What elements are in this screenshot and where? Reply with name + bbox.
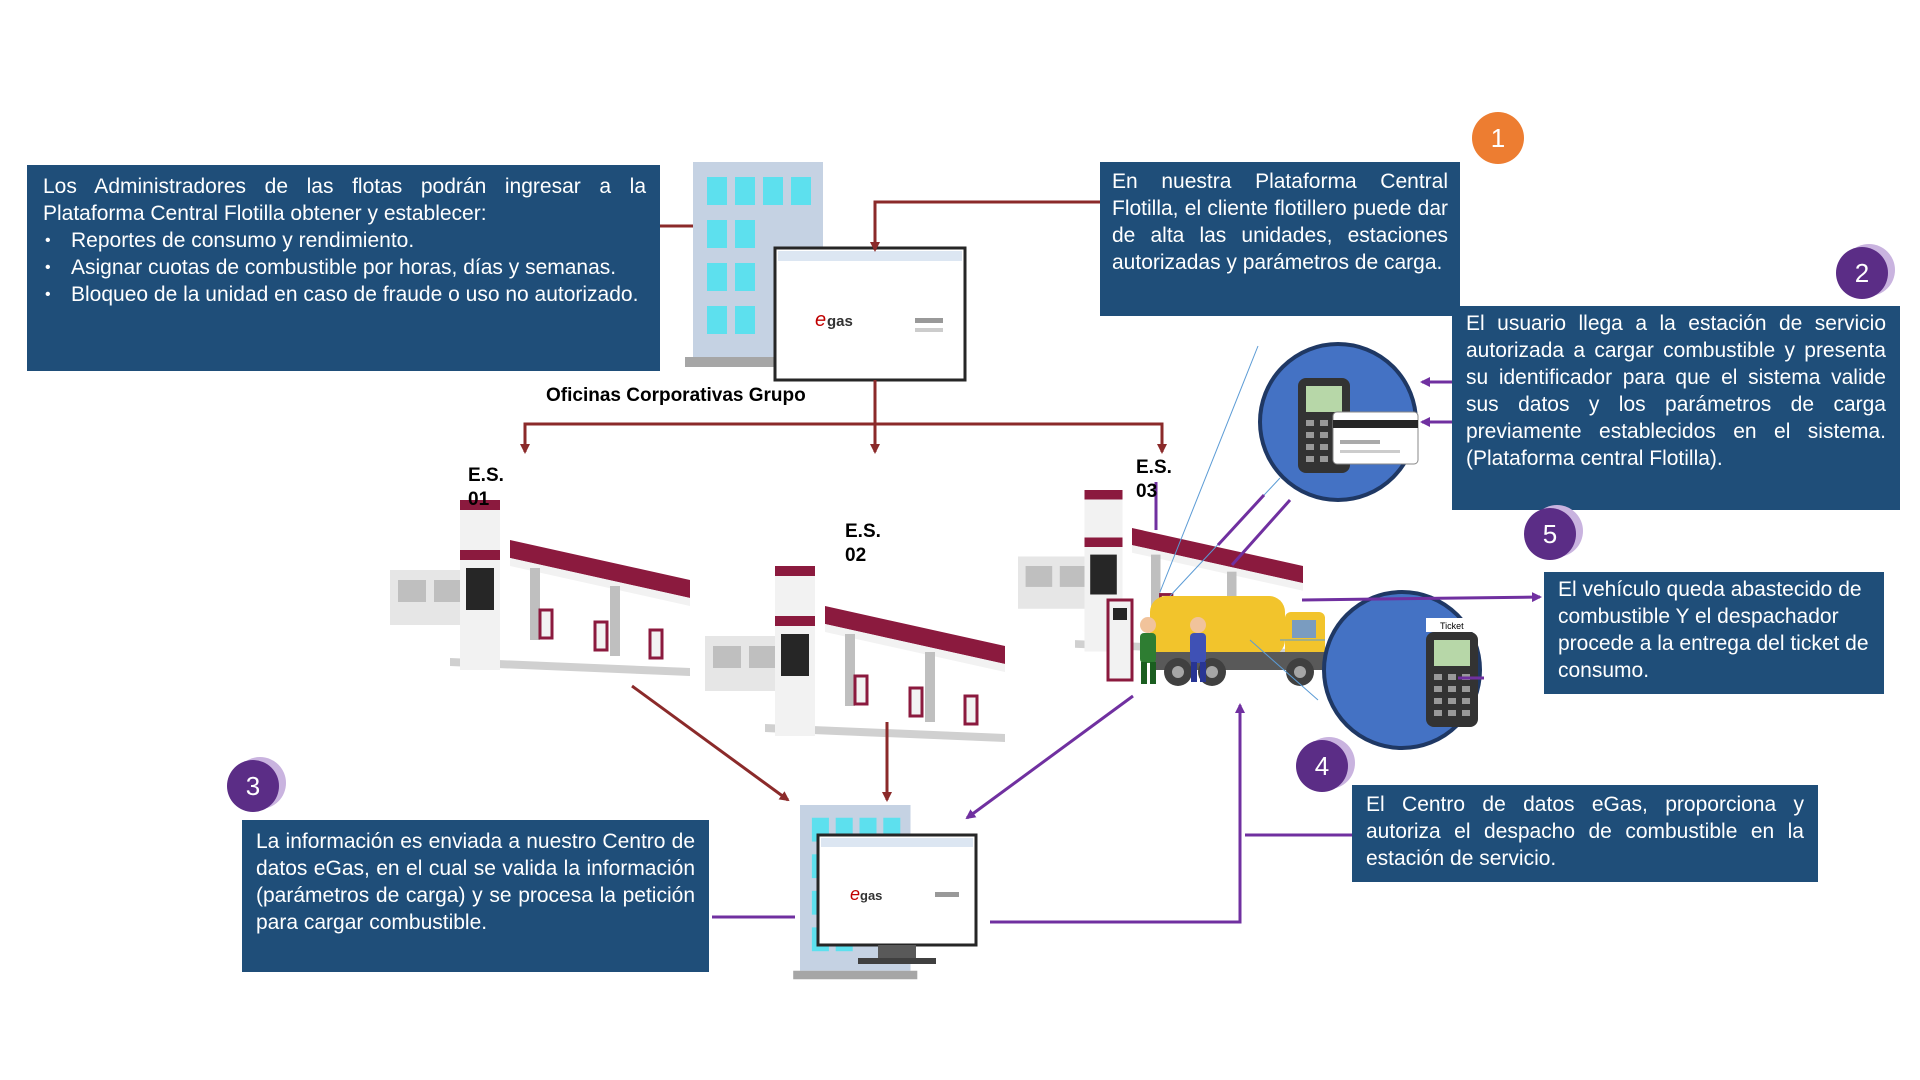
step-5-badge: 5 bbox=[1524, 508, 1576, 560]
egas-logo-text: gas bbox=[827, 313, 853, 330]
driver-icon bbox=[1190, 617, 1206, 682]
egas-logo-text-2: gas bbox=[860, 888, 882, 903]
gas-station-01-icon bbox=[388, 498, 692, 678]
fuel-truck-icon bbox=[1150, 596, 1325, 686]
svg-text:e: e bbox=[850, 884, 860, 904]
gas-station-02-icon bbox=[703, 564, 1007, 744]
station-03-label: E.S. 03 bbox=[1136, 457, 1172, 502]
corporate-monitor-icon: e gas bbox=[773, 246, 967, 382]
admin-feature-list: Reportes de consumo y rendimiento. Asign… bbox=[43, 227, 646, 308]
step-1-badge: 1 bbox=[1472, 112, 1524, 164]
station-01-label: E.S. 01 bbox=[468, 465, 504, 510]
step-4-box: El Centro de datos eGas, proporciona y a… bbox=[1352, 785, 1818, 882]
red-arrows bbox=[520, 200, 1167, 802]
step-5-box: El vehículo queda abastecido de combusti… bbox=[1544, 572, 1884, 694]
step-3-box: La información es enviada a nuestro Cent… bbox=[242, 820, 709, 972]
step-2-badge: 2 bbox=[1836, 247, 1888, 299]
ticket-terminal-zoom-circle: Ticket bbox=[1249, 590, 1482, 750]
card-reader-zoom-circle bbox=[1159, 342, 1419, 597]
ticket-label: Ticket bbox=[1440, 621, 1464, 631]
step-2-box: El usuario llega a la estación de servic… bbox=[1452, 306, 1900, 510]
purple-arrows bbox=[712, 377, 1542, 924]
admin-intro-text: Los Administradores de las flotas podrán… bbox=[43, 175, 646, 225]
step-3-badge: 3 bbox=[227, 760, 279, 812]
corporate-offices-label: Oficinas Corporativas Grupo bbox=[546, 385, 806, 406]
svg-text:e: e bbox=[815, 309, 826, 331]
fuel-pump-icon bbox=[1106, 598, 1134, 682]
datacenter-monitor-icon: e gas bbox=[816, 833, 978, 964]
step-1-box: En nuestra Plataforma Central Flotilla, … bbox=[1100, 162, 1460, 316]
fuel-attendant-icon bbox=[1140, 617, 1156, 684]
admin-feature-item: Bloqueo de la unidad en caso de fraude o… bbox=[45, 281, 646, 308]
step-4-badge: 4 bbox=[1296, 740, 1348, 792]
station-02-label: E.S. 02 bbox=[845, 521, 881, 566]
admin-feature-item: Asignar cuotas de combustible por horas,… bbox=[45, 254, 646, 281]
admin-feature-item: Reportes de consumo y rendimiento. bbox=[45, 227, 646, 254]
admin-info-box: Los Administradores de las flotas podrán… bbox=[27, 165, 660, 371]
